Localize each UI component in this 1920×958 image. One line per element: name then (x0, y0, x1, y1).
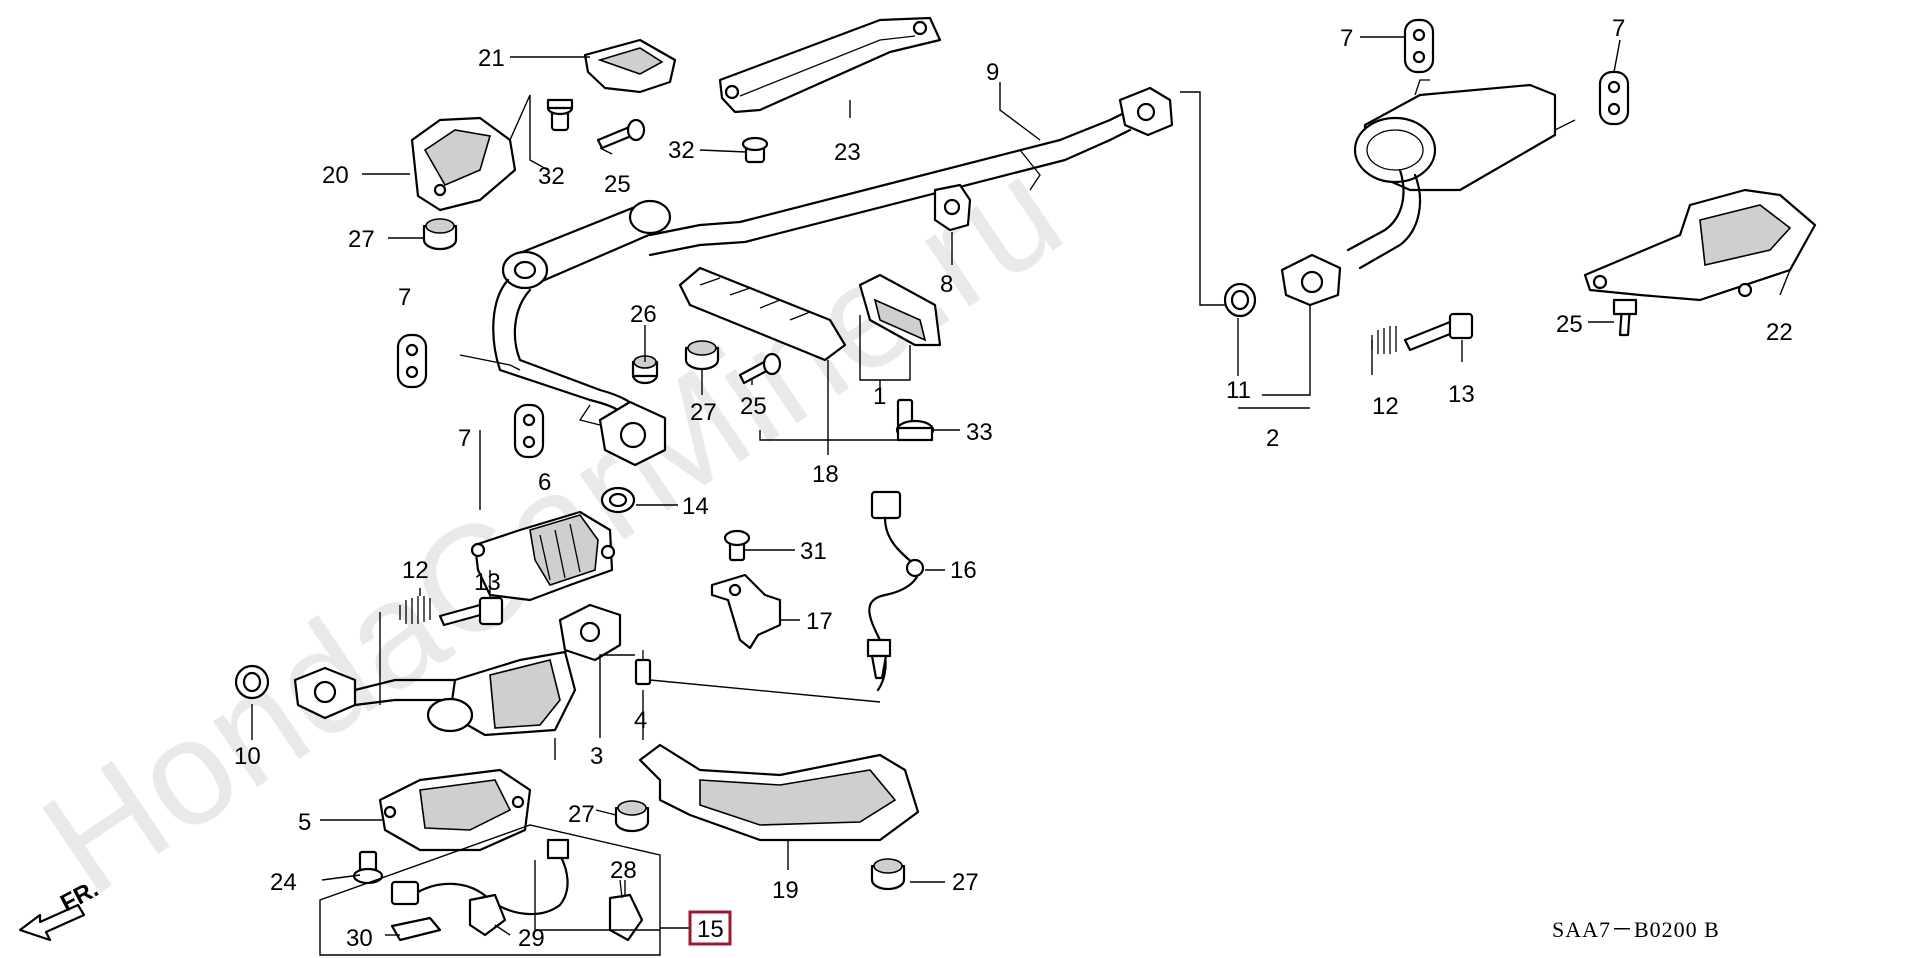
callout-27-b: 27 (690, 399, 717, 426)
part-16-oxygen-sensor (866, 490, 925, 692)
callout-22: 22 (1766, 319, 1793, 346)
part-5-heat-shield (378, 768, 532, 852)
callout-18: 18 (812, 461, 839, 488)
part-9-exhaust-pipe-resonator (459, 86, 1174, 467)
callout-3: 3 (590, 743, 603, 770)
callout-16: 16 (950, 557, 977, 584)
callout-20: 20 (322, 162, 349, 189)
part-7-hanger-rubber-a (396, 333, 428, 389)
part-10-gasket (234, 664, 270, 700)
callout-15-highlight-box[interactable] (688, 910, 732, 946)
part-13-bolt-b (1403, 312, 1474, 352)
callout-32-a: 32 (538, 163, 565, 190)
callout-33: 33 (966, 419, 993, 446)
callout-7-d: 7 (1612, 15, 1625, 42)
part-12-spring-a (399, 596, 431, 624)
part-19-heat-shield (638, 743, 920, 842)
callout-10: 10 (234, 743, 261, 770)
callout-9: 9 (986, 59, 999, 86)
callout-27-a: 27 (348, 226, 375, 253)
callout-23: 23 (834, 139, 861, 166)
part-15-oxygen-sensor (390, 838, 570, 916)
part-7-hanger-rubber-d (1598, 70, 1630, 126)
callout-13-a: 13 (474, 569, 501, 596)
callout-19: 19 (772, 877, 799, 904)
callout-12-a: 12 (402, 557, 429, 584)
leader-lines (251, 36, 1791, 956)
callout-14: 14 (682, 493, 709, 520)
callout-12-b: 12 (1372, 393, 1399, 420)
callout-24: 24 (270, 869, 297, 896)
callout-25-b: 25 (740, 393, 767, 420)
callout-labels: 21 20 27 32 25 32 23 9 8 7 7 11 2 12 13 … (234, 15, 1793, 952)
part-27-flange-nut-a (422, 218, 458, 251)
part-14-gasket (600, 486, 636, 514)
callout-7-a: 7 (398, 284, 411, 311)
callout-6: 6 (538, 469, 551, 496)
part-22-heat-shield (1583, 188, 1817, 302)
callout-7-b: 7 (458, 425, 471, 452)
part-27-flange-nut-c (614, 800, 650, 833)
callout-5: 5 (298, 809, 311, 836)
callout-29: 29 (518, 925, 545, 952)
part-18-heat-shield (678, 266, 847, 362)
diagram-code: SAA7－B0200 B (1552, 917, 1720, 942)
part-12-spring-b (1371, 326, 1397, 354)
part-7-hanger-rubber-b (513, 403, 545, 459)
callout-27-d: 27 (952, 869, 979, 896)
part-31-bolt (723, 529, 751, 562)
front-direction-arrow (18, 903, 86, 942)
part-2-muffler (1280, 79, 1576, 307)
callout-1: 1 (873, 383, 886, 410)
callout-30: 30 (346, 925, 373, 952)
part-25-bolt-c (1612, 298, 1638, 337)
callout-17: 17 (806, 608, 833, 635)
part-21-heat-shield (583, 38, 677, 94)
part-28-clip (608, 879, 644, 942)
part-7-hanger-rubber-c (1403, 18, 1435, 74)
callout-27-c: 27 (568, 801, 595, 828)
callout-31: 31 (800, 538, 827, 565)
callout-2: 2 (1266, 425, 1279, 452)
part-17-bracket (710, 573, 782, 650)
part-13-bolt-a (438, 596, 504, 627)
callout-25-c: 25 (1556, 311, 1583, 338)
callout-25-a: 25 (604, 171, 631, 198)
part-32-bolt-b (741, 136, 769, 164)
part-4-stud-bolt (634, 650, 652, 686)
callout-21: 21 (478, 45, 505, 72)
callout-11: 11 (1226, 377, 1251, 404)
callout-32-b: 32 (668, 137, 695, 164)
part-11-gasket (1223, 282, 1257, 318)
callout-8: 8 (940, 271, 953, 298)
part-1-bracket (858, 273, 942, 347)
part-25-bolt-b (738, 352, 782, 385)
callout-15[interactable]: 15 (697, 916, 724, 943)
part-27-flange-nut-b (684, 340, 720, 371)
callout-28: 28 (610, 857, 637, 884)
part-30-clip (390, 916, 442, 942)
part-25-bolt-a (596, 118, 646, 150)
callout-26: 26 (630, 301, 657, 328)
part-27-flange-nut-d (870, 858, 906, 891)
part-6-catalytic-converter (470, 510, 616, 602)
callout-7-c: 7 (1340, 25, 1353, 52)
part-23-bracket (718, 16, 942, 114)
callout-13-b: 13 (1448, 381, 1475, 408)
callout-4: 4 (634, 707, 647, 734)
part-33-bolt (895, 398, 935, 442)
part-24-bolt (352, 850, 384, 885)
part-20-heat-shield (410, 116, 517, 212)
part-8-hanger (933, 183, 972, 232)
part-3-front-pipe-converter (293, 603, 622, 737)
part-32-bolt-a (546, 98, 574, 132)
